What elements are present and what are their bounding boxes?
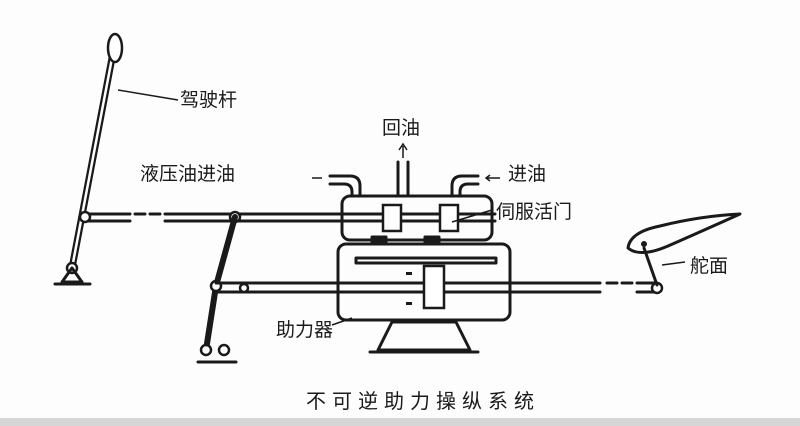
- label-inlet: 进油: [508, 163, 546, 185]
- diagram-caption: 不可逆助力操纵系统: [306, 389, 540, 413]
- stick-grip: [106, 32, 124, 64]
- booster-piston: [422, 264, 446, 310]
- bottom-border: [0, 418, 800, 426]
- label-control-surface: 舵面: [690, 255, 728, 277]
- control-surface: [626, 212, 742, 287]
- servo-valve-spool-left: [381, 203, 403, 233]
- booster-mount: [376, 320, 472, 352]
- label-booster: 助力器: [276, 319, 333, 341]
- servo-valve-spool-right: [438, 203, 460, 233]
- bellcrank: [196, 214, 238, 364]
- label-return-oil: 回油: [382, 117, 420, 139]
- label-control-stick: 驾驶杆: [180, 89, 237, 111]
- control-stick: [53, 32, 179, 286]
- label-hydraulic-inlet: 液压油进油: [140, 163, 235, 185]
- label-servo-valve: 伺服活门: [496, 201, 572, 223]
- upper-push-rod: [78, 210, 342, 224]
- booster: [312, 142, 522, 354]
